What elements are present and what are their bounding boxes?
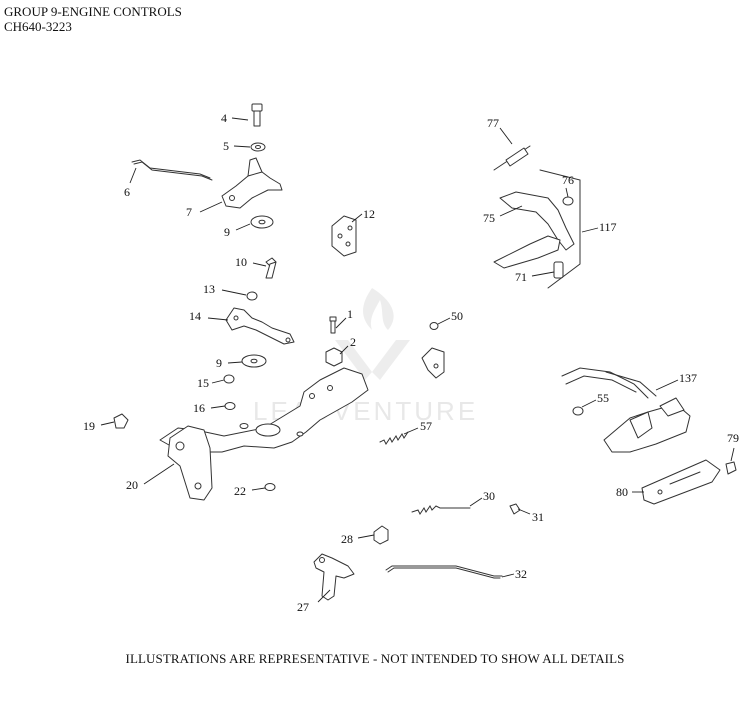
callout-57: 57 — [420, 419, 432, 433]
part-80-plate — [641, 459, 721, 505]
part-75-lever — [493, 191, 575, 269]
part-4-bolt — [251, 103, 263, 127]
callout-79: 79 — [727, 431, 739, 445]
callout-22: 22 — [234, 484, 246, 498]
part-22-nut — [264, 483, 276, 491]
callout-4: 4 — [221, 111, 227, 125]
callout-16: 16 — [193, 401, 205, 415]
part-9-washer-lower — [241, 354, 267, 368]
callout-5: 5 — [223, 139, 229, 153]
callout-31: 31 — [532, 510, 544, 524]
part-79-bolt — [725, 461, 737, 475]
callout-27: 27 — [297, 600, 309, 614]
callout-28: 28 — [341, 532, 353, 546]
part-6-rod — [131, 159, 213, 181]
callout-9: 9 — [224, 225, 230, 239]
callout-75: 75 — [483, 211, 495, 225]
part-55-nut — [572, 406, 584, 416]
part-76-pin — [562, 196, 574, 206]
watermark-logo — [335, 288, 410, 380]
part-71-pin — [553, 261, 564, 279]
callout-19: 19 — [83, 419, 95, 433]
callout-71: 71 — [515, 270, 527, 284]
illustration-disclaimer: ILLUSTRATIONS ARE REPRESENTATIVE - NOT I… — [125, 651, 625, 666]
part-10-bolt — [265, 257, 277, 279]
part-13-nut — [246, 291, 258, 301]
part-9-washer — [250, 215, 274, 229]
part-12-plate — [331, 215, 357, 257]
callout-32: 32 — [515, 567, 527, 581]
diagram-code: CH640-3223 — [4, 19, 72, 34]
part-5-washer — [250, 142, 266, 152]
callout-117: 117 — [599, 220, 617, 234]
callout-2: 2 — [350, 335, 356, 349]
part-137-throttle-assembly — [561, 367, 691, 453]
callout-80: 80 — [616, 485, 628, 499]
callout-20: 20 — [126, 478, 138, 492]
callout-77: 77 — [487, 116, 499, 130]
callout-55: 55 — [597, 391, 609, 405]
callout-7: 7 — [186, 205, 192, 219]
callout-9-lower: 9 — [216, 356, 222, 370]
diagram-group-title: GROUP 9-ENGINE CONTROLS — [4, 4, 182, 19]
part-1-screw — [329, 316, 337, 334]
part-19-bolt — [113, 413, 129, 429]
part-57-spring — [379, 431, 409, 445]
callout-13: 13 — [203, 282, 215, 296]
part-20-bracket — [167, 425, 213, 501]
callout-30: 30 — [483, 489, 495, 503]
callout-12: 12 — [363, 207, 375, 221]
part-28-clip — [373, 525, 389, 545]
part-14-lever — [225, 307, 295, 345]
callout-6: 6 — [124, 185, 130, 199]
callout-76: 76 — [562, 173, 574, 187]
callout-10: 10 — [235, 255, 247, 269]
part-16-nut — [224, 402, 236, 410]
part-7-bracket — [221, 157, 283, 209]
part-77-spring — [493, 145, 531, 171]
part-32-rod — [385, 565, 503, 579]
callout-50: 50 — [451, 309, 463, 323]
callout-15: 15 — [197, 376, 209, 390]
callout-14: 14 — [189, 309, 201, 323]
part-27-lever — [313, 553, 355, 601]
part-main-control-plate — [159, 367, 369, 453]
part-2-clip — [325, 347, 343, 367]
callout-1: 1 — [347, 307, 353, 321]
part-15-nut — [223, 374, 235, 384]
assembly-117-bracket — [539, 169, 581, 289]
part-30-spring — [411, 505, 471, 515]
callout-137: 137 — [679, 371, 697, 385]
part-50-bracket — [421, 322, 445, 379]
